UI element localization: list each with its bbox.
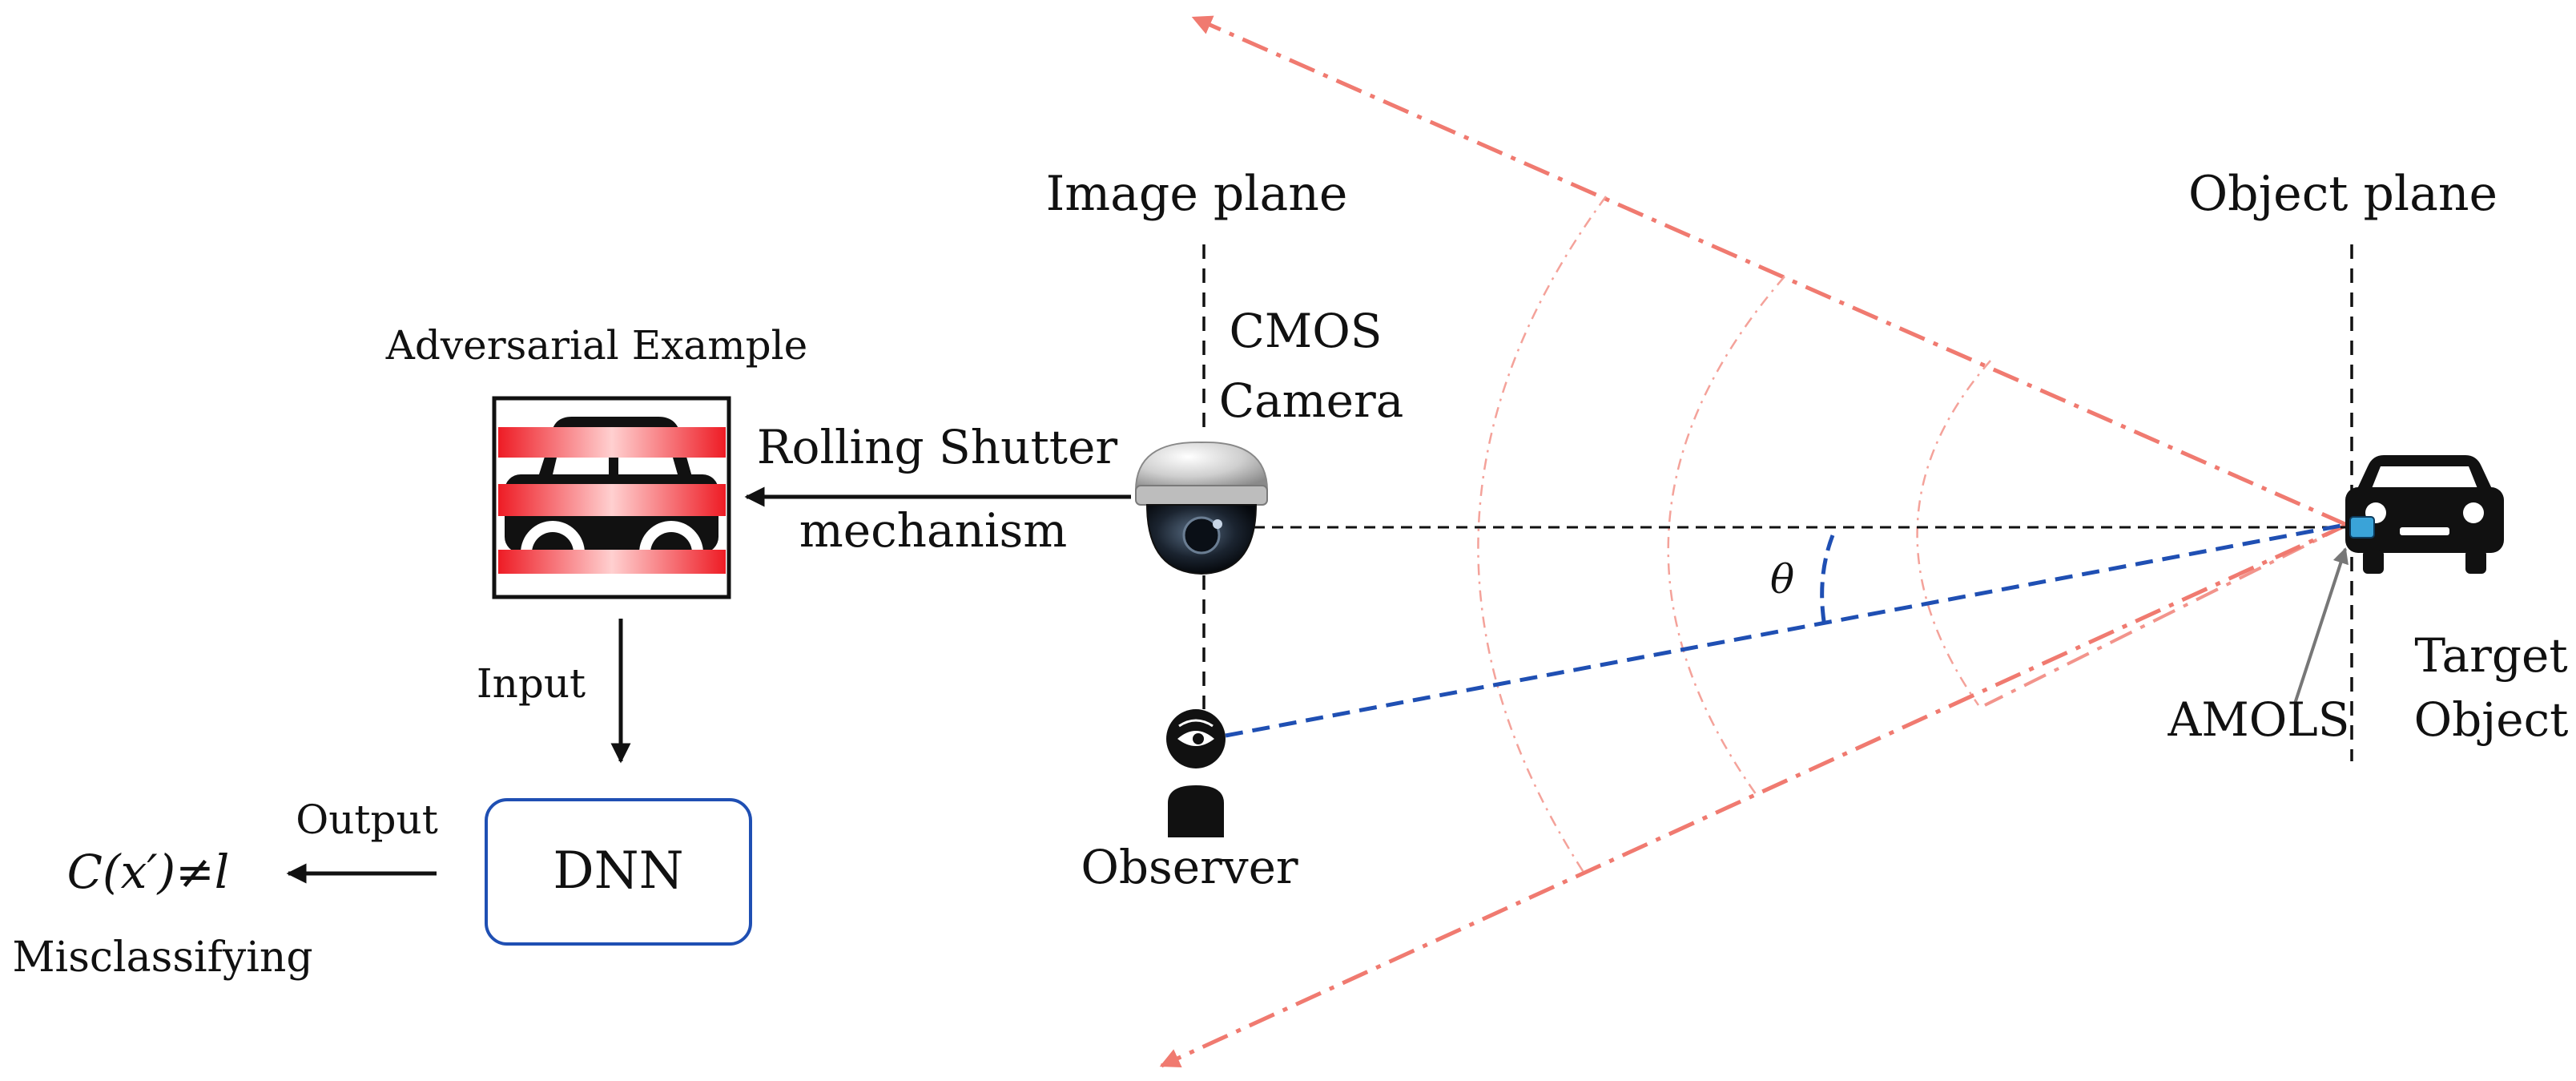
cmos-camera-label-line1: CMOS: [1229, 304, 1382, 358]
rolling-shutter-label-line1: Rolling Shutter: [757, 420, 1118, 474]
fov-ray-lower-short: [1984, 523, 2348, 707]
amols-pointer-arrow: [2293, 547, 2349, 704]
amols-light-icon: [2349, 516, 2375, 538]
target-object-label-line1: Target: [2414, 628, 2567, 683]
classification-result: C(x′)≠l: [67, 845, 230, 899]
input-label: Input: [477, 660, 586, 707]
camera-icon: [1134, 441, 1269, 575]
output-label: Output: [296, 797, 438, 843]
wavefront-arc-outer: [1477, 196, 1608, 874]
object-plane-label: Object plane: [2188, 166, 2498, 222]
dnn-label: DNN: [553, 841, 683, 901]
adversarial-car-icon: [492, 396, 731, 599]
theta-angle-arc: [1820, 534, 1835, 627]
observer-icon: [1166, 709, 1226, 837]
observer-label: Observer: [1081, 840, 1298, 894]
image-plane-label: Image plane: [1046, 166, 1348, 222]
rolling-shutter-label-line2: mechanism: [799, 503, 1067, 558]
theta-label: θ: [1770, 556, 1794, 603]
amols-label: AMOLS: [2167, 692, 2349, 747]
fov-ray-lower: [1159, 522, 2349, 1068]
wavefront-arc-inner: [1916, 360, 1991, 706]
cmos-camera-label-line2: Camera: [1219, 373, 1404, 428]
adversarial-example-label: Adversarial Example: [385, 322, 807, 369]
dnn-box: [485, 798, 752, 946]
fov-ray-upper: [1191, 15, 2349, 527]
wavefront-arc-middle: [1667, 276, 1785, 798]
target-object-label-line2: Object: [2414, 692, 2569, 747]
misclassifying-label: Misclassifying: [12, 934, 312, 982]
car-icon: [2345, 455, 2504, 574]
